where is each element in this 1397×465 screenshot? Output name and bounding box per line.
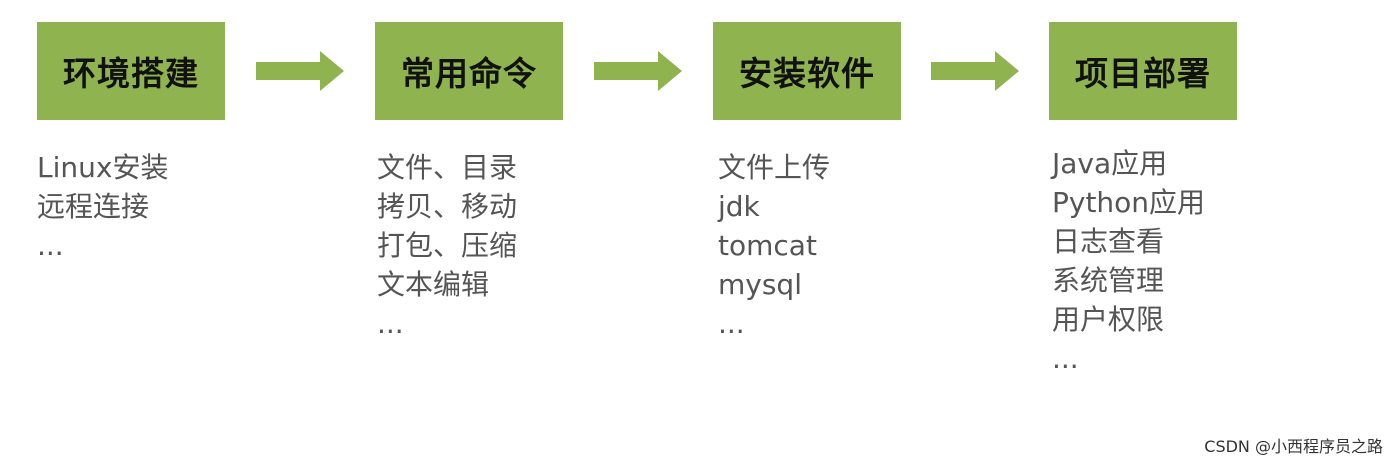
list-item: jdk <box>718 190 760 223</box>
arrow-right-icon <box>594 51 682 91</box>
step-box-project-deployment: 项目部署 <box>1049 22 1237 120</box>
step-box-install-software: 安装软件 <box>713 22 901 120</box>
list-item: 文本编辑 <box>377 268 490 301</box>
list-item: 日志查看 <box>1052 225 1165 258</box>
list-item: Python应用 <box>1052 186 1206 219</box>
list-item: 用户权限 <box>1052 303 1165 336</box>
list-item: Linux安装 <box>37 151 169 184</box>
step-list-project-deployment: Java应用 Python应用 日志查看 系统管理 用户权限 ... <box>1052 144 1205 378</box>
list-item: ... <box>377 307 404 340</box>
step-list-common-commands: 文件、目录 拷贝、移动 打包、压缩 文本编辑 ... <box>377 148 517 343</box>
list-item: 远程连接 <box>37 190 150 223</box>
list-item: ... <box>37 229 64 262</box>
list-item: ... <box>1052 342 1079 375</box>
watermark: CSDN @小西程序员之路 <box>1204 437 1383 456</box>
step-box-common-commands: 常用命令 <box>375 22 563 120</box>
step-list-environment-setup: Linux安装 远程连接 ... <box>37 148 168 265</box>
list-item: 系统管理 <box>1052 264 1165 297</box>
list-item: mysql <box>718 268 802 301</box>
step-list-install-software: 文件上传 jdk tomcat mysql ... <box>718 148 830 343</box>
list-item: 打包、压缩 <box>377 229 518 262</box>
list-item: Java应用 <box>1052 147 1168 180</box>
list-item: 文件上传 <box>718 151 831 184</box>
arrow-right-icon <box>256 51 344 91</box>
list-item: ... <box>718 307 745 340</box>
list-item: 文件、目录 <box>377 151 518 184</box>
step-box-environment-setup: 环境搭建 <box>37 22 225 120</box>
arrow-right-icon <box>931 51 1019 91</box>
list-item: tomcat <box>718 229 817 262</box>
list-item: 拷贝、移动 <box>377 190 518 223</box>
